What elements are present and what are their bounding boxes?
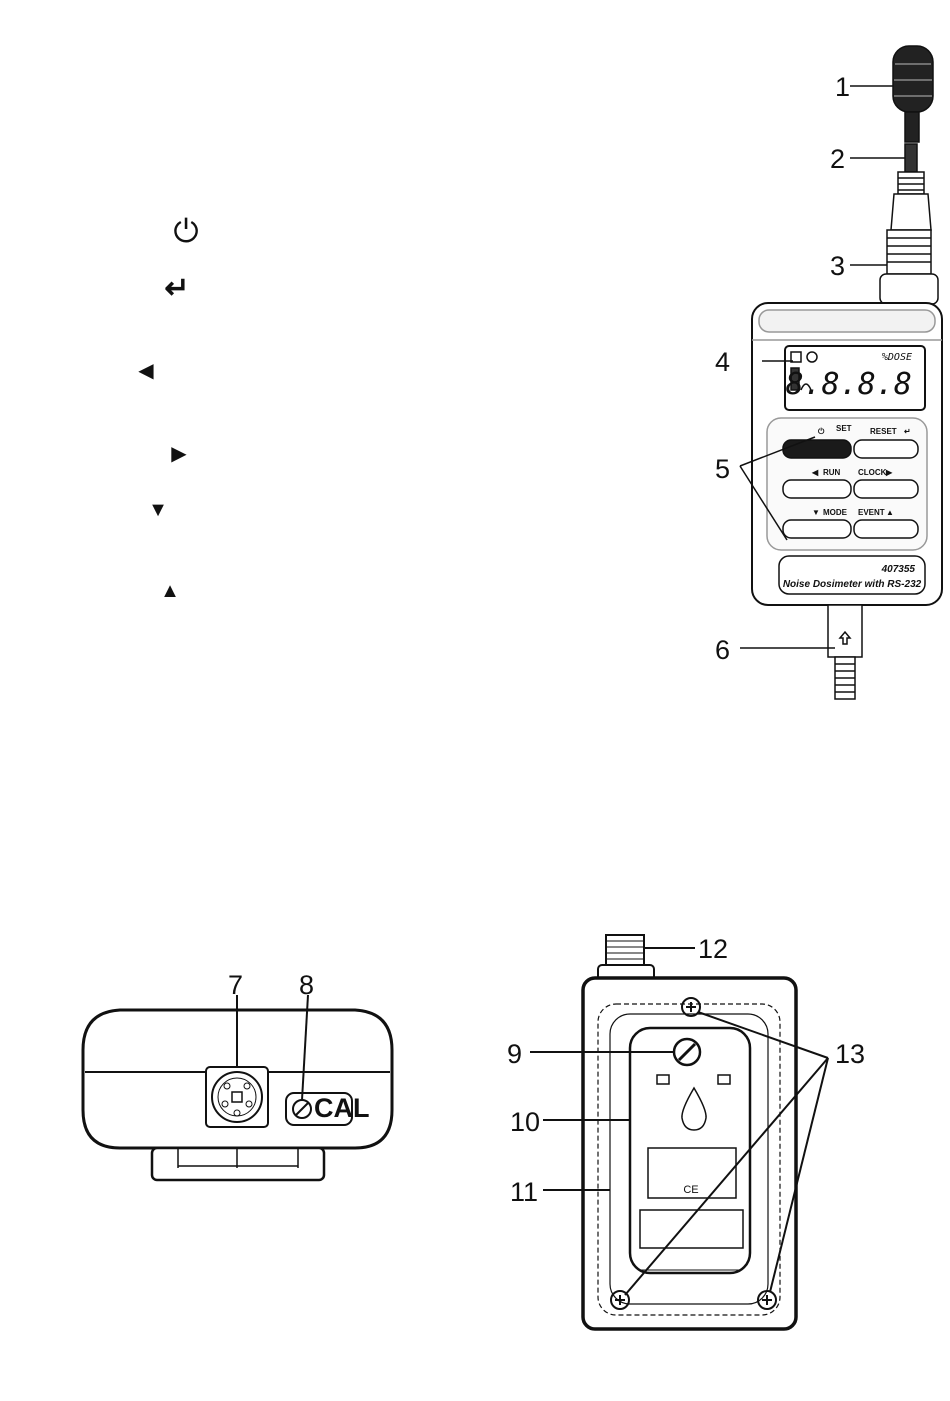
callout-7: 7 [228,970,243,1000]
up-arrow-icon: ▲ [160,580,180,602]
clock-label: CLOCK [858,468,887,477]
power-icon: ⏻ [173,213,198,249]
meter-back-view [530,935,828,1329]
set-label: SET [836,424,852,433]
bottom-connector [828,605,862,699]
up-key-glyph: ▲ [886,508,894,517]
extension-connector [880,230,938,304]
meter-bottom-view [83,995,392,1180]
callout-10: 10 [510,1107,540,1137]
run-button[interactable] [783,480,851,498]
clock-button[interactable] [854,480,918,498]
callout-3: 3 [830,251,845,281]
callout-4: 4 [715,347,730,377]
model-plate: 407355 Noise Dosimeter with RS-232 [779,556,925,594]
lcd-dose-label: %DOSE [882,352,912,363]
callout-6: 6 [715,635,730,665]
down-key-glyph: ▼ [812,508,820,517]
ce-mark: CE [683,1184,698,1196]
callout-1: 1 [835,72,850,102]
lcd-display: %DOSE 8.8.8.8 [785,346,925,410]
lcd-digits: 8.8.8.8 [786,367,912,402]
left-key-glyph: ◀ [811,468,819,477]
reset-label: RESET [870,427,897,436]
model-number: 407355 [881,564,916,575]
cal-label: CAL [314,1093,370,1123]
right-key-glyph: ▶ [885,468,893,477]
keypad: ⏻ SET RESET ↵ ◀ RUN CLOCK ▶ ▼ MODE EVENT… [767,418,927,550]
model-name: Noise Dosimeter with RS-232 [783,579,922,590]
callout-12: 12 [698,934,728,964]
event-button[interactable] [854,520,918,538]
mode-label: MODE [823,508,848,517]
reset-button[interactable] [854,440,918,458]
event-label: EVENT [858,508,885,517]
mode-button[interactable] [783,520,851,538]
run-label: RUN [823,468,841,477]
enter-key-glyph: ↵ [904,427,911,436]
down-arrow-icon: ▼ [148,499,168,521]
key-legend: ⏻ ↵ ◀ ▶ ▼ ▲ [138,213,198,602]
callout-13: 13 [835,1039,865,1069]
callout-9: 9 [507,1039,522,1069]
enter-icon: ↵ [164,272,189,305]
left-arrow-icon: ◀ [138,360,154,382]
windscreen [893,46,933,142]
microphone-stem [891,144,931,230]
callout-5: 5 [715,454,730,484]
rs232-port [206,1067,268,1127]
right-arrow-icon: ▶ [171,443,187,465]
callout-2: 2 [830,144,845,174]
power-key-glyph: ⏻ [818,427,825,436]
power-button[interactable] [783,440,851,458]
callout-8: 8 [299,970,314,1000]
callout-11: 11 [510,1177,538,1207]
